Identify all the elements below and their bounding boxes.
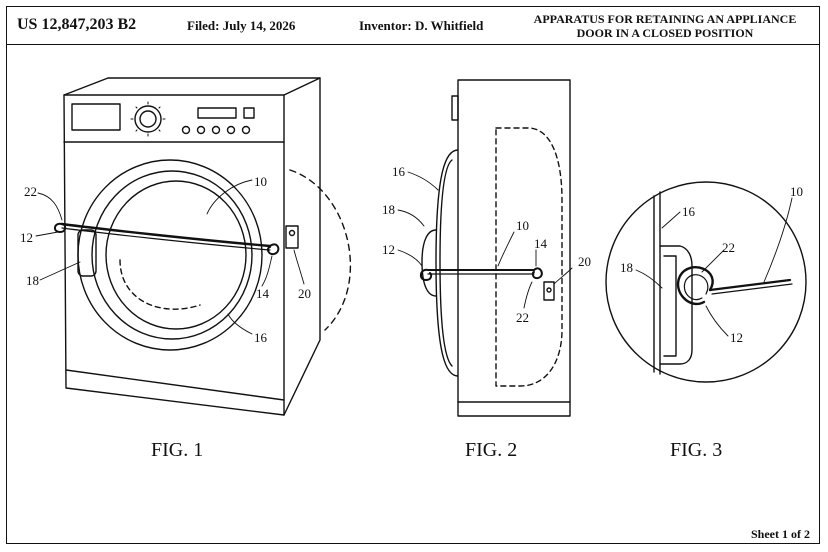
fig3-ref-18: 18	[620, 260, 633, 275]
patent-header: US 12,847,203 B2 Filed: July 14, 2026 In…	[7, 7, 819, 45]
fig3-ref-16: 16	[682, 204, 696, 219]
fig3-strap	[708, 278, 792, 292]
fig1-ref-14: 14	[256, 286, 270, 301]
filing-date: Filed: July 14, 2026	[187, 18, 296, 33]
sheet-number: Sheet 1 of 2	[751, 527, 810, 541]
fig1-cabinet-top	[63, 77, 321, 96]
fig2-cabinet	[457, 79, 571, 417]
fig3-ref-22: 22	[722, 240, 735, 255]
fig2-ref-16: 16	[392, 164, 406, 179]
fig3-ref-12: 12	[730, 330, 743, 345]
fig1-ref-12: 12	[20, 230, 33, 245]
fig2-ref-20: 20	[578, 254, 591, 269]
fig3-door-block	[659, 245, 693, 365]
fig1-hook-right	[266, 243, 280, 256]
fig2-ref-14: 14	[534, 236, 548, 251]
fig1-swing-arc	[289, 169, 352, 331]
fig2-ref-18: 18	[382, 202, 395, 217]
fig1-ref-22: 22	[24, 184, 37, 199]
fig2-drum	[495, 127, 563, 387]
fig2-ref-22: 22	[516, 310, 529, 325]
fig1-ref-16: 16	[254, 330, 268, 345]
fig2-drawing	[397, 79, 573, 417]
fig3-drawing	[605, 181, 807, 383]
fig1-ref-18: 18	[26, 273, 39, 288]
fig2-ref-10: 10	[516, 218, 529, 233]
fig1-dial	[134, 105, 162, 133]
reference-numerals: 22 12 18 10 14 20 16 16 18 12 10 14 20 2…	[20, 164, 803, 345]
fig2-hook-left	[420, 268, 433, 281]
fig3-caption: FIG. 3	[670, 439, 723, 461]
patent-title-line-1: APPARATUS FOR RETAINING AN APPLIANCE	[533, 12, 797, 26]
fig1-detergent-drawer	[71, 103, 121, 131]
fig1-cabinet-side	[283, 77, 321, 416]
fig2-caption: FIG. 2	[465, 439, 518, 461]
fig1-door-handle	[77, 229, 97, 277]
patent-title: APPARATUS FOR RETAINING AN APPLIANCE DOO…	[515, 12, 815, 40]
fig3-detail-circle	[605, 181, 807, 383]
fig1-drawing	[35, 77, 352, 416]
patent-title-line-2: DOOR IN A CLOSED POSITION	[576, 26, 754, 40]
fig2-bracket	[543, 281, 555, 301]
fig1-caption: FIG. 1	[151, 439, 204, 461]
fig2-ref-12: 12	[382, 242, 395, 257]
fig3-hook	[676, 265, 714, 306]
inventor-name: Inventor: D. Whitfield	[359, 18, 484, 33]
fig1-display	[197, 107, 237, 119]
patent-number: US 12,847,203 B2	[17, 16, 137, 33]
fig1-side-bracket	[285, 225, 299, 249]
fig1-ref-10: 10	[254, 174, 267, 189]
fig1-cabinet-front	[63, 94, 285, 416]
patent-sheet: US 12,847,203 B2 Filed: July 14, 2026 In…	[6, 6, 820, 544]
fig1-strap	[60, 222, 272, 248]
fig3-ref-10: 10	[790, 184, 803, 199]
fig1-ref-20: 20	[298, 286, 311, 301]
fig2-door	[435, 149, 459, 377]
fig1-hook-left	[54, 222, 67, 233]
fig2-hook-right	[531, 267, 543, 280]
